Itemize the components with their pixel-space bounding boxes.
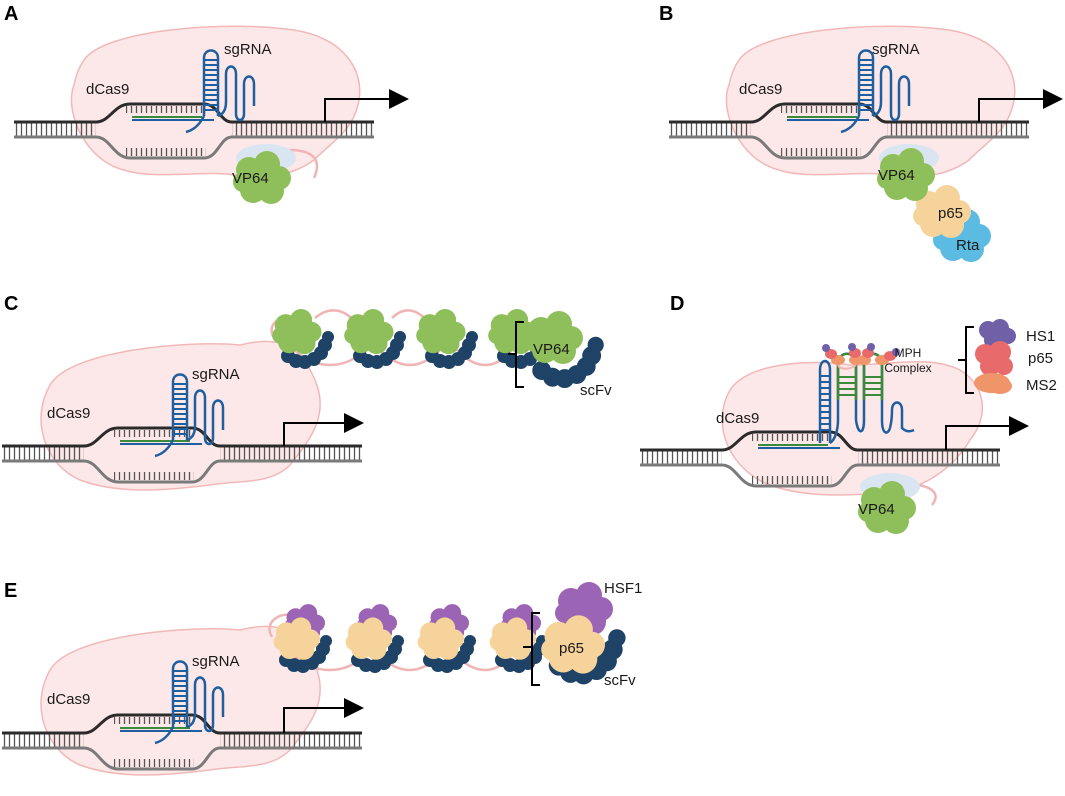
transcription-arrow — [978, 89, 1063, 122]
mph-complex-on-loops — [822, 343, 900, 370]
transcription-arrow — [945, 416, 1029, 450]
panel-d: D — [638, 293, 1057, 534]
scfv-vp64-array — [272, 309, 550, 369]
dcas9-label: dCas9 — [86, 81, 129, 98]
dcas9-label: dCas9 — [739, 81, 782, 98]
panel-a: A sgRNA dCas9 VP64 — [4, 3, 409, 204]
vp64-protein — [272, 309, 322, 355]
legend-mph-stack — [974, 319, 1016, 394]
legend-p65-label: p65 — [559, 640, 584, 657]
legend-bracket — [508, 321, 524, 388]
sgrna-label: sgRNA — [872, 41, 920, 58]
rta-label: Rta — [956, 237, 980, 254]
p65-label: p65 — [1028, 350, 1053, 367]
legend-scfv-label: scFv — [604, 672, 636, 689]
dcas9-shape — [721, 361, 984, 496]
vp64-protein — [344, 309, 394, 355]
legend-vp64-label: VP64 — [533, 341, 570, 358]
hs1-label: HS1 — [1026, 328, 1055, 345]
dcas9-shape — [70, 25, 361, 178]
dcas9-label: dCas9 — [47, 405, 90, 422]
panel-a-letter: A — [4, 3, 18, 25]
legend-bracket — [958, 326, 974, 394]
sgrna-label: sgRNA — [224, 41, 272, 58]
dcas9-label: dCas9 — [716, 410, 759, 427]
transcription-arrow — [283, 698, 364, 733]
panel-e: E sgRNA dCas9 — [0, 580, 642, 776]
panel-d-letter: D — [670, 293, 684, 315]
vp64-label: VP64 — [232, 170, 269, 187]
legend-hsf1-label: HSF1 — [604, 580, 642, 597]
legend-scfv-label: scFv — [580, 382, 612, 399]
vp64-label: VP64 — [858, 501, 895, 518]
sgrna-label: sgRNA — [192, 366, 240, 383]
legend-protein-stack — [541, 582, 626, 685]
transcription-arrow — [324, 89, 409, 122]
mph-complex-label-line2: Complex — [884, 361, 931, 375]
legend-bracket — [523, 612, 540, 686]
panel-b-letter: B — [659, 3, 673, 25]
scfv-p65-hsf1-array — [273, 604, 548, 673]
panel-b: B sgRNA dCas9 VP64 p65 Rta — [659, 3, 1063, 262]
panel-c: C sgRNA dCas9 VP64 — [0, 293, 612, 491]
vp64-label: VP64 — [878, 167, 915, 184]
ms2-label: MS2 — [1026, 377, 1057, 394]
transcription-arrow — [283, 413, 364, 446]
mph-complex-label-line1: MPH — [895, 346, 922, 360]
linker — [288, 148, 319, 179]
panel-c-letter: C — [4, 293, 18, 315]
dcas9-shape — [725, 25, 1016, 178]
panel-e-letter: E — [4, 580, 17, 602]
sgrna-label: sgRNA — [192, 653, 240, 670]
p65-label: p65 — [938, 205, 963, 222]
dcas9-label: dCas9 — [47, 691, 90, 708]
